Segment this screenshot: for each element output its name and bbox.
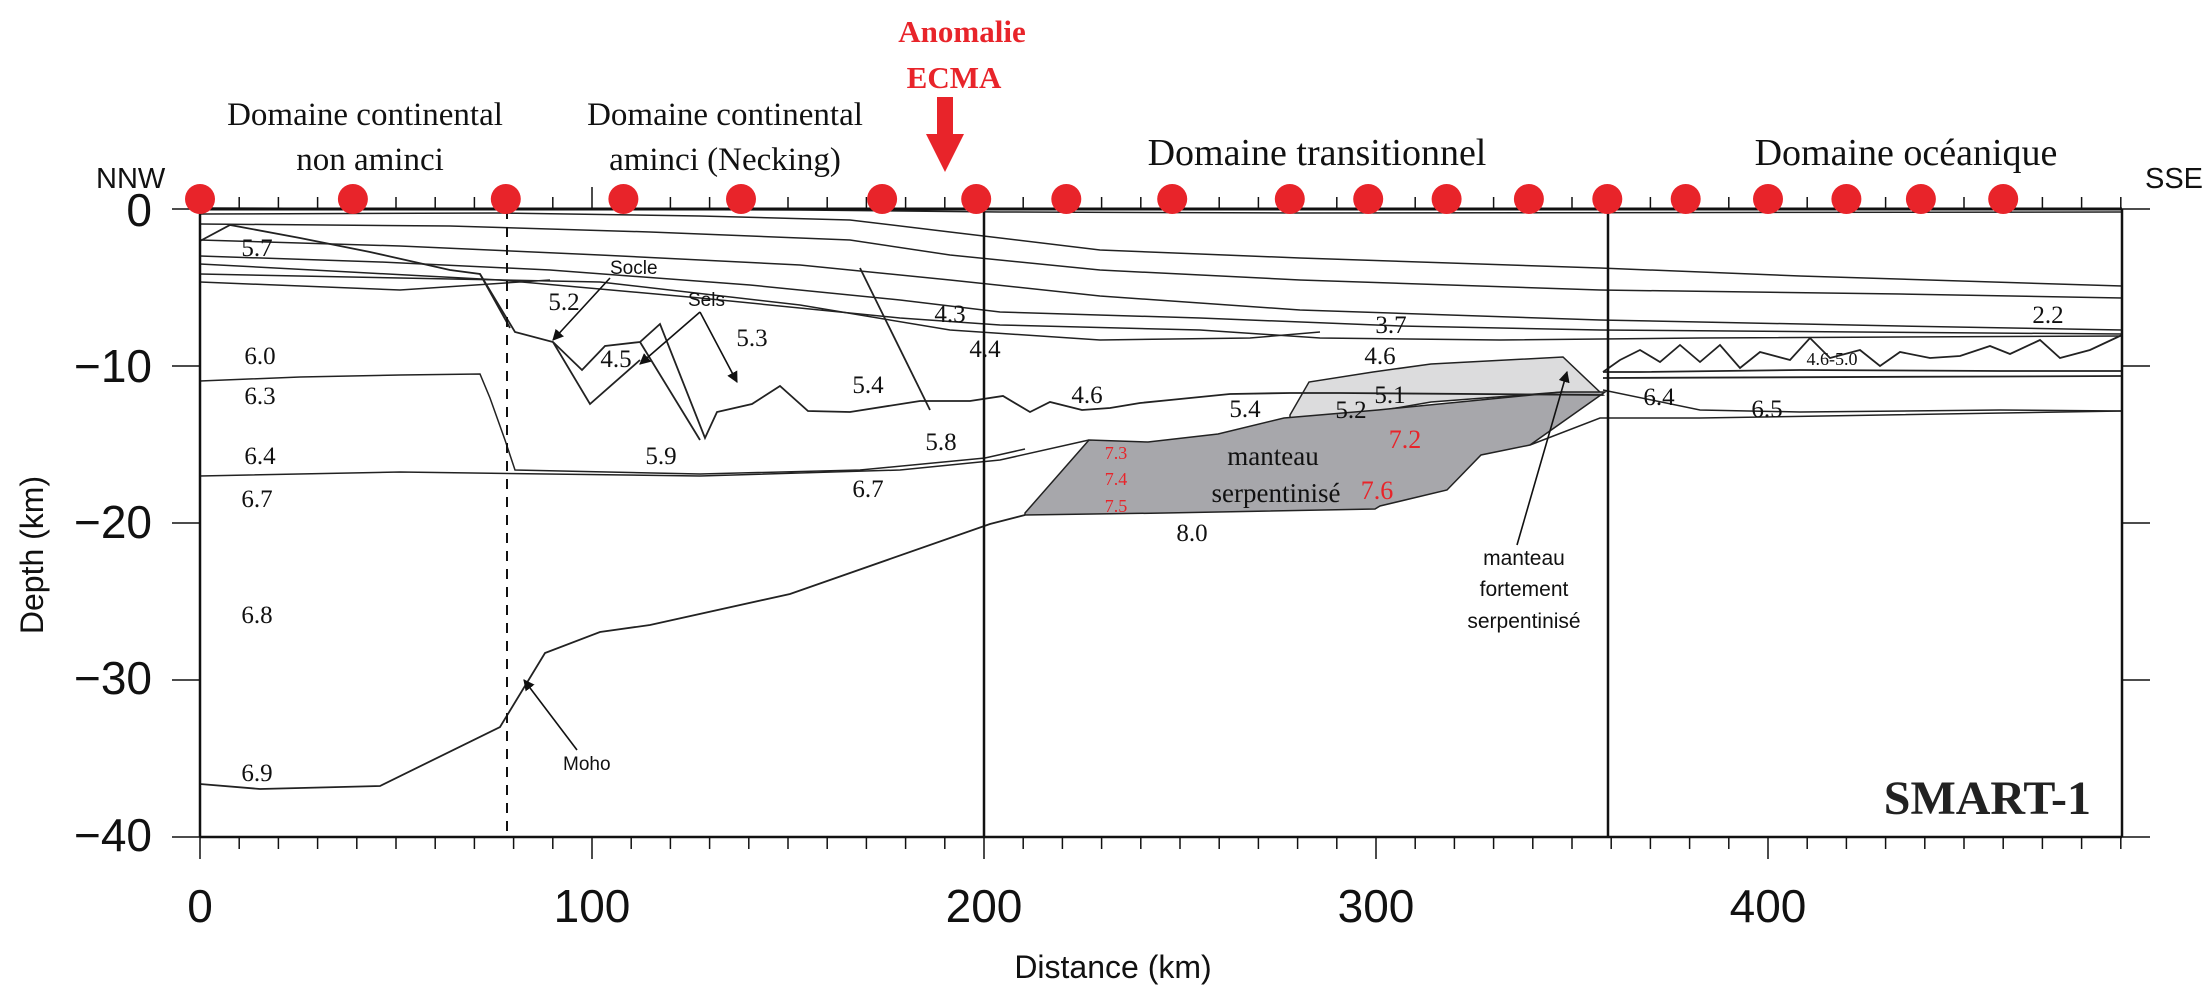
velocity-label: 6.7 bbox=[241, 486, 272, 513]
x-axis-ticks bbox=[199, 187, 2122, 859]
obs-station-marker bbox=[337, 184, 368, 214]
domain-title: aminci (Necking) bbox=[609, 142, 841, 178]
obs-station-marker bbox=[608, 184, 639, 214]
velocity-label: 6.0 bbox=[244, 343, 275, 370]
strong-serp-label: serpentinisé bbox=[1467, 610, 1580, 633]
velocity-label: 4.6 bbox=[1071, 382, 1102, 409]
velocity-label: 8.0 bbox=[1176, 520, 1207, 547]
obs-station-marker bbox=[185, 184, 215, 214]
obs-station-marker bbox=[1670, 184, 1701, 214]
obs-station-marker bbox=[1905, 184, 1936, 214]
obs-station-marker bbox=[490, 184, 521, 214]
velocity-label: 5.4 bbox=[852, 372, 884, 399]
obs-station-marker bbox=[867, 184, 898, 214]
velocity-label: 5.3 bbox=[736, 325, 767, 352]
moho-label: Moho bbox=[563, 754, 611, 775]
velocity-label: 5.8 bbox=[925, 429, 956, 456]
red-velocity-label: 7.6 bbox=[1361, 476, 1394, 505]
red-velocity-label: 7.3 bbox=[1105, 443, 1128, 463]
x-tick-label: 300 bbox=[1338, 880, 1415, 932]
velocity-label: 4.6 bbox=[1364, 343, 1395, 370]
strong-serp-label: fortement bbox=[1480, 578, 1569, 601]
y-tick-label: 0 bbox=[126, 184, 152, 236]
obs-station-marker bbox=[1353, 184, 1384, 214]
velocity-label: 2.2 bbox=[2032, 302, 2063, 329]
serpentinized-mantle-label: serpentinisé bbox=[1212, 478, 1341, 508]
velocity-label: 5.7 bbox=[241, 235, 272, 262]
velocity-label: 6.5 bbox=[1751, 396, 1782, 423]
velocity-label: 4.5 bbox=[600, 346, 631, 373]
velocity-label: 4.3 bbox=[934, 301, 965, 328]
red-velocity-label: 7.5 bbox=[1105, 496, 1128, 516]
y-tick-label: −30 bbox=[74, 652, 152, 704]
domain-title: Domaine continental bbox=[227, 97, 503, 133]
obs-station-marker bbox=[1753, 184, 1783, 214]
serpentinized-mantle-label: manteau bbox=[1227, 441, 1319, 471]
velocity-label: 6.8 bbox=[241, 602, 272, 629]
x-tick-label: 200 bbox=[946, 880, 1023, 932]
obs-station-marker bbox=[1431, 184, 1462, 214]
obs-station-marker bbox=[1831, 184, 1862, 214]
domain-title: Domaine océanique bbox=[1755, 132, 2058, 174]
velocity-label: 5.9 bbox=[645, 443, 676, 470]
strong-serp-label: manteau bbox=[1483, 547, 1565, 570]
red-velocity-label: 7.4 bbox=[1105, 469, 1128, 489]
x-tick-label: 0 bbox=[187, 880, 213, 932]
x-tick-label: 400 bbox=[1730, 880, 1807, 932]
velocity-label: 4.4 bbox=[969, 336, 1001, 363]
velocity-label: 5.2 bbox=[1335, 397, 1366, 424]
anomaly-arrow-icon bbox=[926, 97, 964, 172]
velocity-label: 6.9 bbox=[241, 760, 272, 787]
velocity-label: 4.6-5.0 bbox=[1807, 349, 1858, 369]
y-tick-label: −10 bbox=[74, 340, 152, 392]
velocity-label: 6.7 bbox=[852, 476, 883, 503]
obs-station-marker bbox=[1513, 184, 1544, 214]
direction-right: SSE bbox=[2145, 163, 2203, 195]
velocity-label: 6.4 bbox=[244, 443, 276, 470]
serpentinized-mantle-body bbox=[1024, 391, 1608, 516]
red-velocity-label: 7.2 bbox=[1389, 425, 1422, 454]
y-tick-label: −40 bbox=[74, 809, 152, 861]
figure-label: SMART-1 bbox=[1884, 772, 2091, 825]
obs-station-marker bbox=[961, 184, 992, 214]
velocity-label: 6.3 bbox=[244, 383, 275, 410]
y-tick-label: −20 bbox=[74, 496, 152, 548]
x-axis-label: Distance (km) bbox=[1014, 949, 1211, 985]
y-axis-label: Depth (km) bbox=[14, 476, 50, 634]
obs-station-marker bbox=[726, 184, 756, 214]
x-tick-label: 100 bbox=[554, 880, 631, 932]
moho-line bbox=[199, 514, 1026, 790]
layer-boundaries bbox=[199, 207, 2123, 341]
velocity-label: 5.2 bbox=[548, 289, 579, 316]
plot-frame bbox=[198, 207, 2124, 839]
domain-title: Domaine continental bbox=[587, 97, 863, 133]
basement-lines bbox=[199, 224, 2123, 441]
velocity-label: 5.4 bbox=[1229, 396, 1261, 423]
obs-stations bbox=[185, 184, 2019, 214]
obs-station-marker bbox=[1592, 184, 1623, 214]
annotation-arrows bbox=[523, 277, 1570, 751]
anomaly-label: ECMA bbox=[907, 60, 1002, 95]
socle-label: Socle bbox=[610, 258, 658, 279]
lower-crust-lines bbox=[199, 373, 2123, 477]
obs-station-marker bbox=[1274, 184, 1305, 214]
domain-title: non aminci bbox=[296, 142, 444, 178]
y-axis-ticks bbox=[172, 208, 2150, 838]
sels-label: Sels bbox=[688, 290, 725, 311]
domain-title: Domaine transitionnel bbox=[1148, 132, 1487, 174]
velocity-label: 5.1 bbox=[1374, 382, 1405, 409]
anomaly-label: Anomalie bbox=[898, 14, 1025, 49]
obs-station-marker bbox=[1157, 184, 1188, 214]
obs-station-marker bbox=[1988, 184, 2019, 214]
velocity-label: 6.4 bbox=[1643, 384, 1675, 411]
velocity-label: 3.7 bbox=[1375, 312, 1406, 339]
direction-left: NNW bbox=[96, 163, 166, 195]
obs-station-marker bbox=[1051, 184, 1082, 214]
